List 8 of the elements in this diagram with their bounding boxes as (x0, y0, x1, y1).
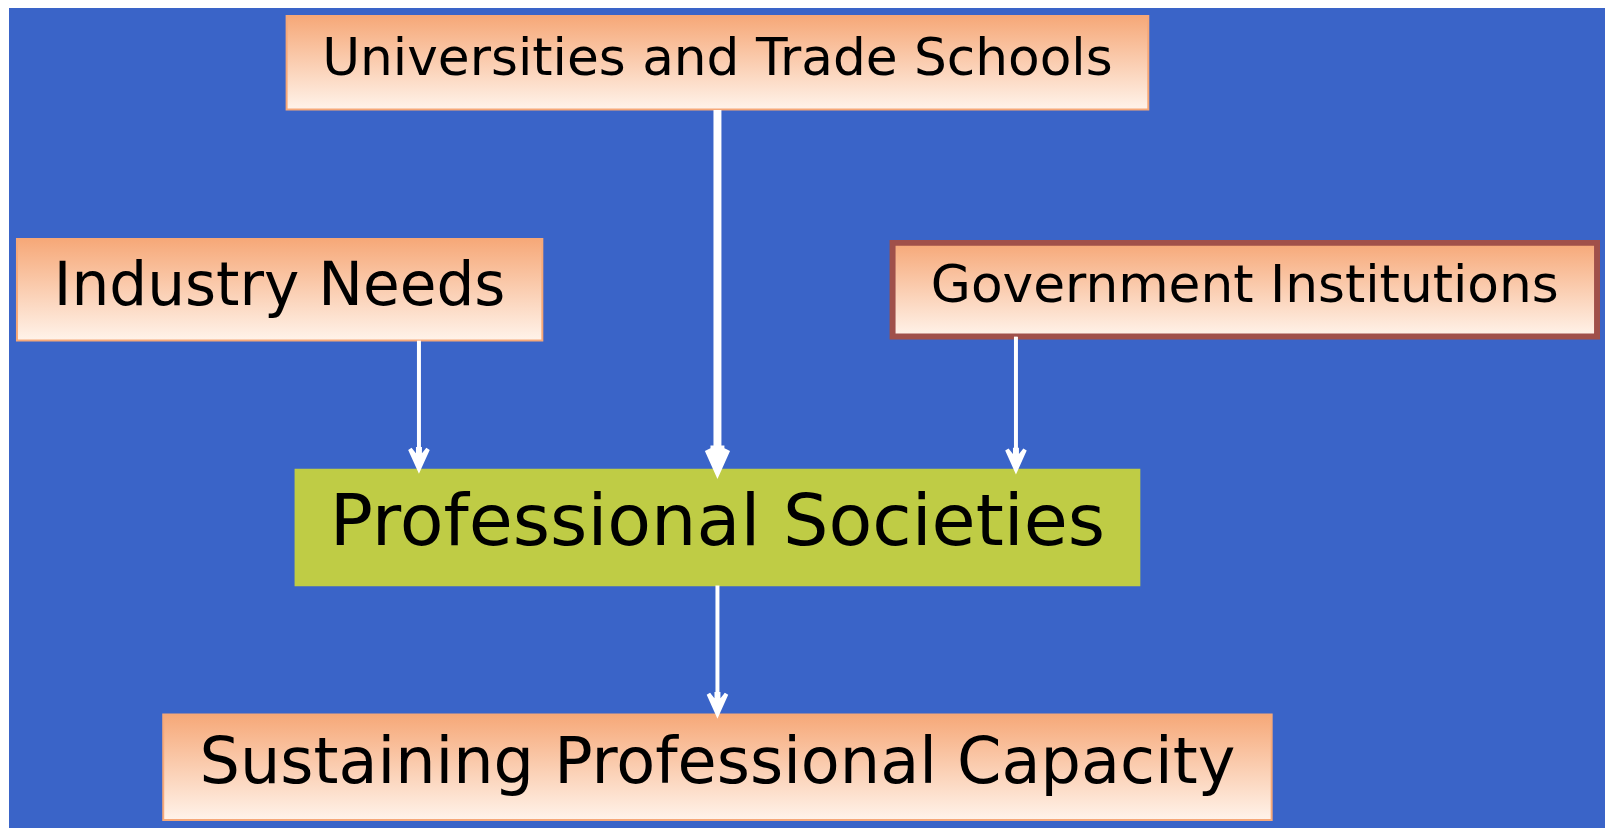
arrow (1004, 336, 1027, 472)
node-box: Professional Societies (294, 468, 1140, 587)
arrow (407, 340, 430, 471)
arrow (706, 585, 728, 716)
node-box: Government Institutions (889, 239, 1600, 340)
node-box: Industry Needs (15, 237, 543, 342)
node-box: Universities and Trade Schools (285, 15, 1149, 111)
node-box: Sustaining Professional Capacity (161, 713, 1273, 821)
